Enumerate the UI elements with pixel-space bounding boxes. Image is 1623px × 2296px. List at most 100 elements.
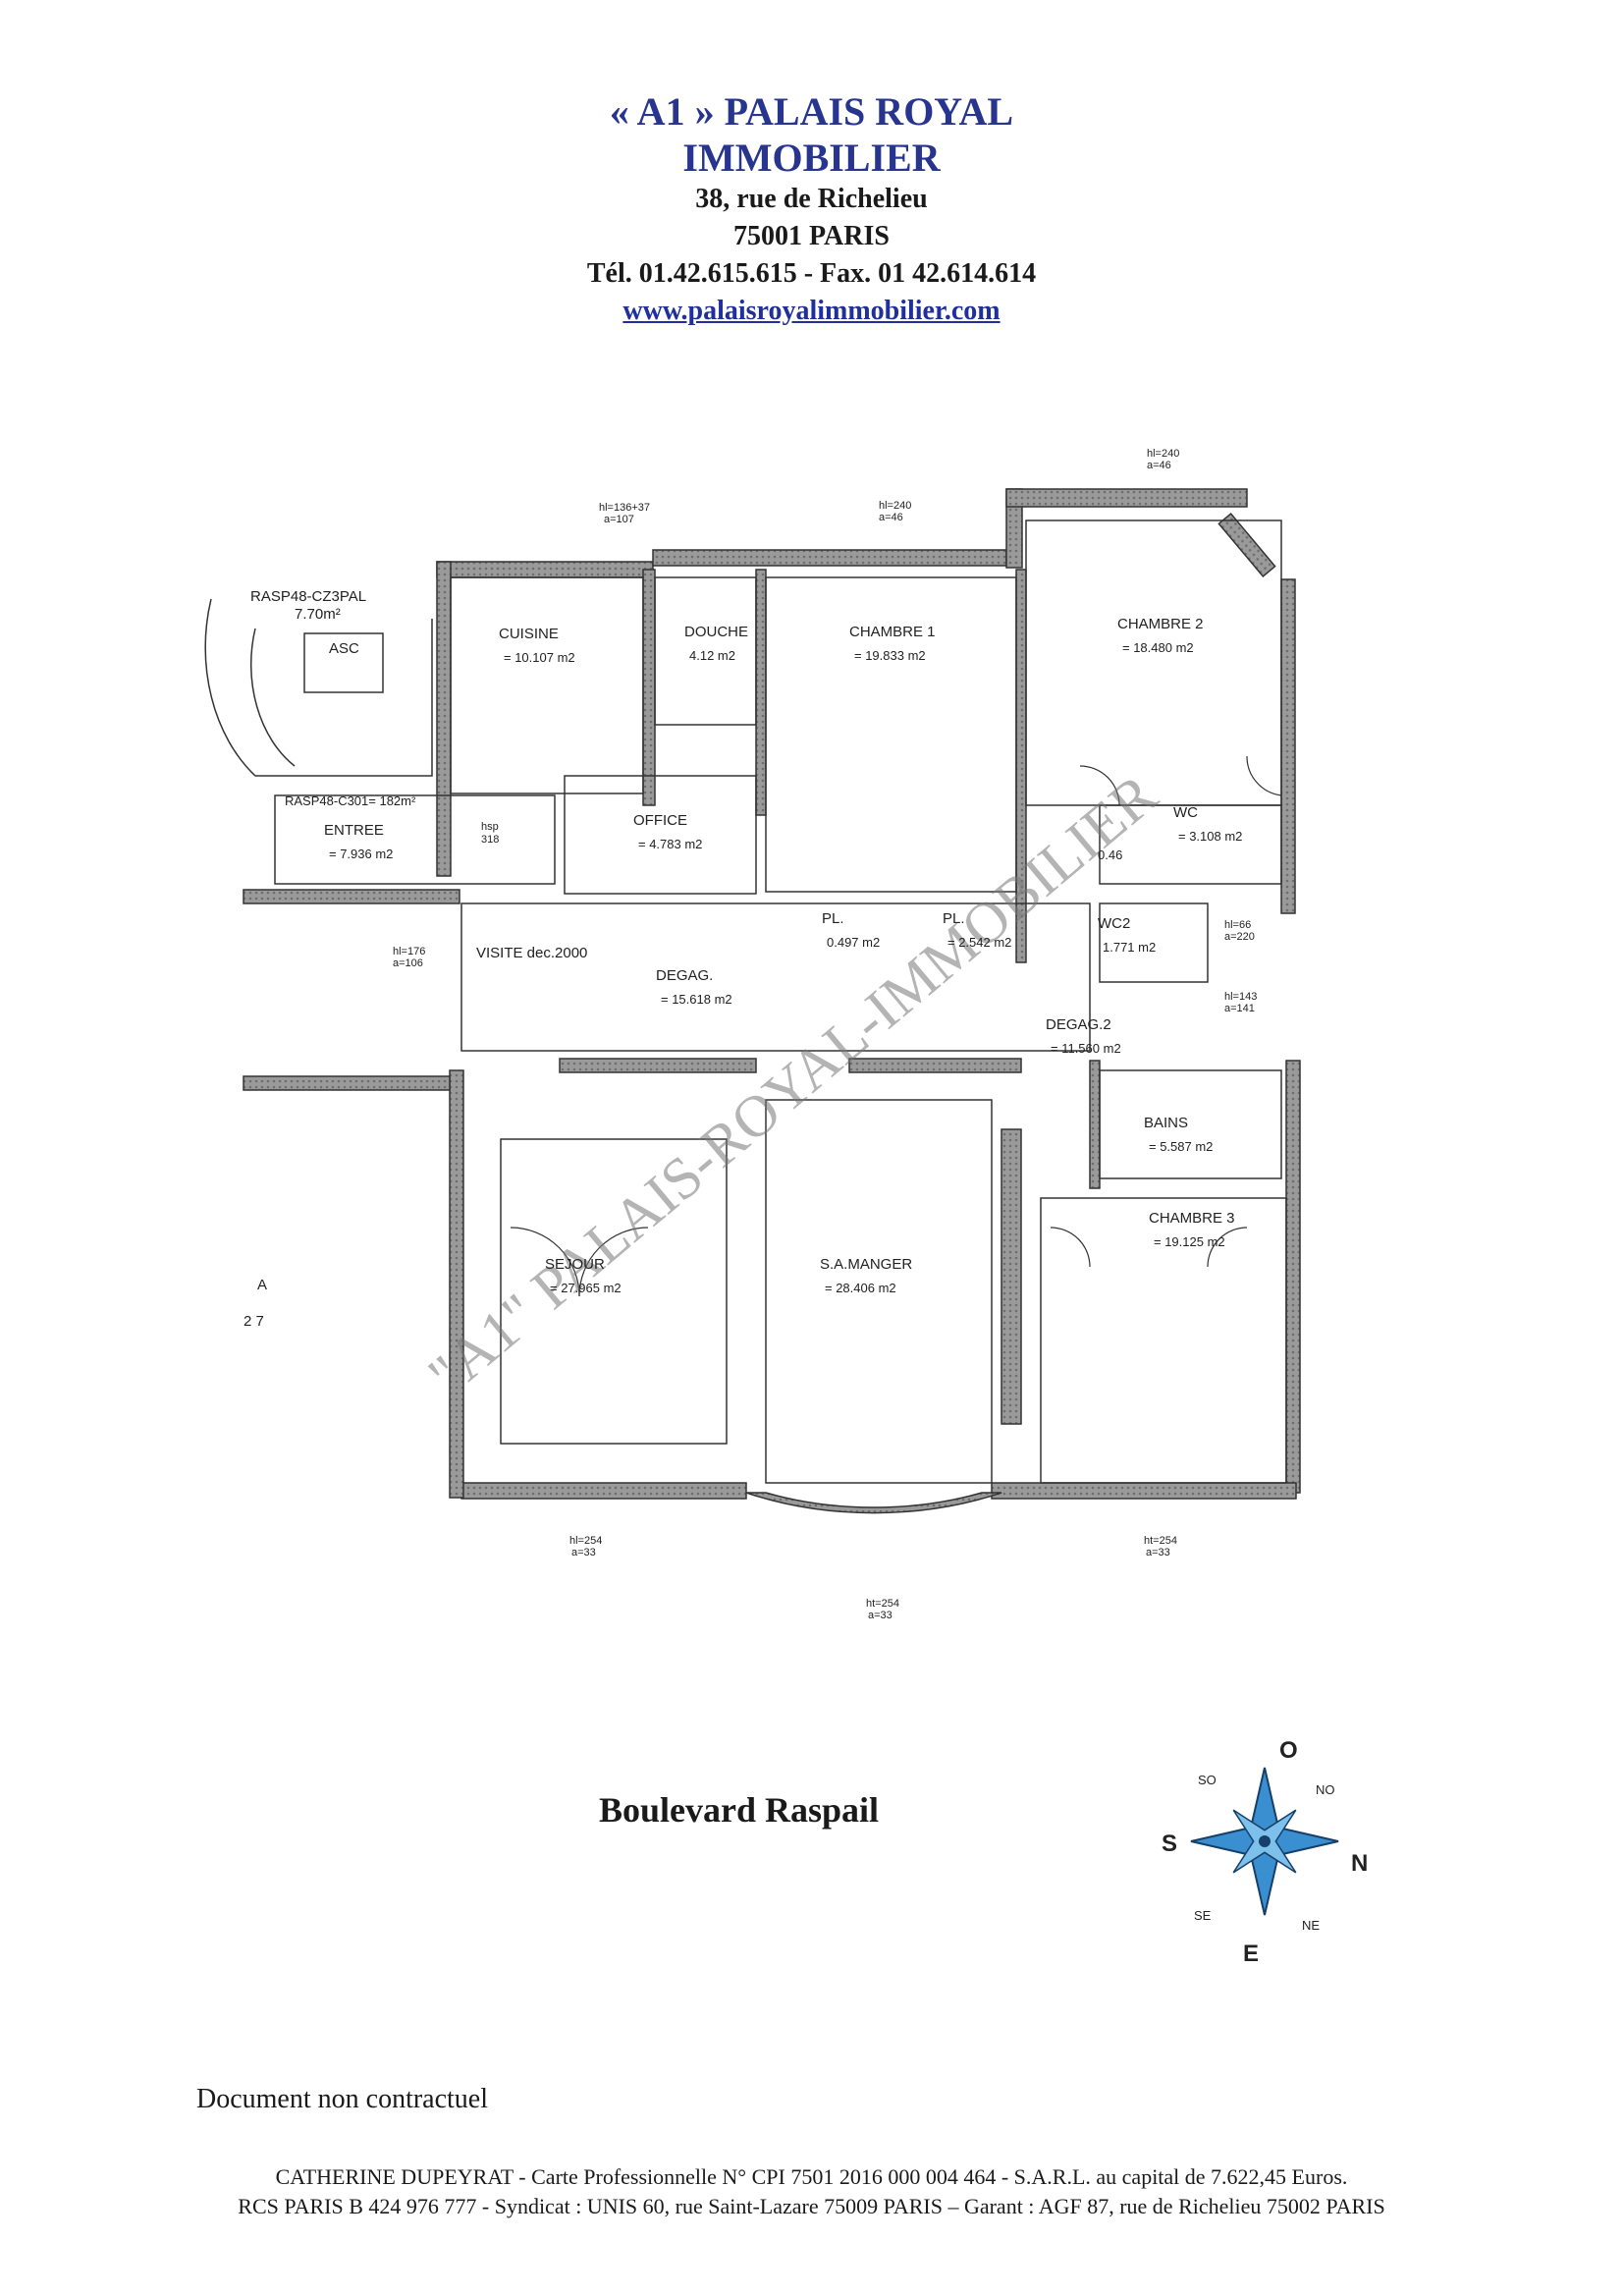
watermark-text: "A1" PALAIS-ROYAL-IMMOBILIER	[416, 762, 1168, 1408]
wall-top-right-step	[1005, 488, 1023, 569]
label-hl-b1: hl=254	[569, 1535, 602, 1547]
label-hl-143: hl=143	[1224, 991, 1257, 1003]
label-a-top1: a=107	[604, 514, 634, 525]
footer-line-2: RCS PARIS B 424 976 777 - Syndicat : UNI…	[238, 2194, 1385, 2218]
street-label: Boulevard Raspail	[599, 1790, 880, 1830]
wall-left-mid	[243, 889, 460, 904]
wall-right-diagonal	[1217, 512, 1276, 578]
room-area: = 11.560 m2	[1051, 1041, 1121, 1056]
compass-rose: O SO NO S N SE NE E	[1162, 1737, 1368, 1967]
label-rasp2: RASP48-C301= 182m²	[285, 793, 416, 808]
room-area: = 27.965 m2	[550, 1281, 622, 1295]
room-area: = 2.542 m2	[947, 935, 1011, 950]
room-name: S.A.MANGER	[820, 1256, 912, 1273]
agency-phone: Tél. 01.42.615.615 - Fax. 01 42.614.614	[586, 258, 1037, 289]
wall-chamber1-right	[1015, 569, 1027, 963]
compass-n: N	[1351, 1850, 1368, 1877]
label-a-141: a=141	[1224, 1003, 1255, 1014]
label-hl-top1: hl=136+37	[599, 502, 650, 514]
room-name: CHAMBRE 1	[849, 624, 936, 640]
label-asc: ASC	[329, 640, 359, 657]
label-a-220: a=220	[1224, 931, 1255, 943]
room-name: BAINS	[1144, 1115, 1188, 1131]
agency-name: « A1 » PALAIS ROYAL	[609, 89, 1014, 134]
wall-bottom-left	[460, 1482, 747, 1500]
wall-right-lower	[1285, 1060, 1301, 1494]
room-name: WC2	[1098, 915, 1130, 932]
compass-ne: NE	[1302, 1918, 1320, 1933]
room-area: = 19.125 m2	[1154, 1234, 1225, 1249]
label-wc-046: 0.46	[1098, 847, 1122, 862]
wall-top-right	[1005, 488, 1248, 508]
room-name: WC	[1173, 804, 1198, 821]
compass-o: O	[1279, 1737, 1298, 1764]
agency-header: « A1 » PALAIS ROYAL IMMOBILIER 38, rue d…	[0, 88, 1623, 330]
wall-left-mid2	[243, 1075, 451, 1091]
label-side-a: A	[257, 1277, 267, 1293]
label-hsp-val: 318	[481, 834, 499, 846]
label-ht-b3: ht=254	[1144, 1535, 1177, 1547]
room-area: = 3.108 m2	[1178, 829, 1242, 844]
wall-right	[1280, 578, 1296, 914]
wall-top-mid	[652, 549, 1007, 567]
label-ht-b2: ht=254	[866, 1598, 899, 1610]
staircase	[204, 598, 433, 777]
wall-degag-top	[559, 1058, 757, 1073]
room-area: = 7.936 m2	[329, 847, 393, 861]
disclaimer: Document non contractuel	[196, 2084, 489, 2114]
agency-website-link[interactable]: www.palaisroyalimmobilier.com	[622, 296, 1001, 326]
label-hl-top3: hl=240	[1147, 448, 1179, 460]
wall-chamber1-left	[755, 569, 767, 816]
wall-degag-top2	[848, 1058, 1022, 1073]
label-rasp1-area: 7.70m²	[295, 606, 341, 623]
room-area: = 19.833 m2	[854, 648, 926, 663]
label-a-top2: a=46	[879, 512, 903, 523]
room-name: PL.	[822, 910, 844, 927]
wall-left-lower	[449, 1069, 464, 1499]
label-hl-left: hl=176	[393, 946, 425, 957]
label-hl-66: hl=66	[1224, 919, 1251, 931]
room-name: PL.	[943, 910, 965, 927]
room-area: = 5.587 m2	[1149, 1139, 1213, 1154]
room-area: 0.497 m2	[827, 935, 880, 950]
label-a-b2: a=33	[868, 1610, 893, 1621]
wall-top-left	[436, 561, 654, 578]
room-name: CHAMBRE 3	[1149, 1210, 1235, 1227]
room-area: 1.771 m2	[1103, 940, 1156, 955]
label-a-b1: a=33	[571, 1547, 596, 1558]
label-visite: VISITE dec.2000	[476, 945, 587, 961]
walls	[243, 488, 1301, 1500]
label-a-top3: a=46	[1147, 460, 1171, 471]
compass-star-main	[1190, 1767, 1339, 1916]
label-a-left: a=106	[393, 957, 423, 969]
wall-bottom-right	[991, 1482, 1297, 1500]
room-name: ENTREE	[324, 822, 384, 839]
door-arcs	[510, 755, 1282, 1297]
label-hl-top2: hl=240	[879, 500, 911, 512]
room-name: OFFICE	[633, 812, 687, 829]
compass-s: S	[1162, 1831, 1177, 1857]
room-area: = 18.480 m2	[1122, 640, 1194, 655]
wall-bains-left	[1089, 1060, 1101, 1189]
room-name: DEGAG.2	[1046, 1016, 1111, 1033]
room-name: SEJOUR	[545, 1256, 605, 1273]
compass-star-diag	[1232, 1809, 1297, 1874]
room-area: = 28.406 m2	[825, 1281, 896, 1295]
room-name: DEGAG.	[656, 967, 713, 984]
footer-line-1: CATHERINE DUPEYRAT - Carte Professionnel…	[275, 2164, 1348, 2189]
agency-city: 75001 PARIS	[733, 221, 890, 251]
compass-no: NO	[1316, 1782, 1335, 1797]
room-area: = 15.618 m2	[661, 992, 732, 1007]
room-outlines	[274, 519, 1287, 1484]
room-area: = 4.783 m2	[638, 837, 702, 851]
label-a-b3: a=33	[1146, 1547, 1170, 1558]
bay-window	[745, 1492, 1002, 1514]
compass-se: SE	[1194, 1908, 1212, 1923]
agency-name-2: IMMOBILIER	[682, 136, 941, 180]
label-rasp1: RASP48-CZ3PAL	[250, 588, 366, 605]
room-area: = 10.107 m2	[504, 650, 575, 665]
room-name: CHAMBRE 2	[1117, 616, 1204, 632]
room-name: CUISINE	[499, 626, 559, 642]
legal-footer: CATHERINE DUPEYRAT - Carte Professionnel…	[0, 2162, 1623, 2221]
